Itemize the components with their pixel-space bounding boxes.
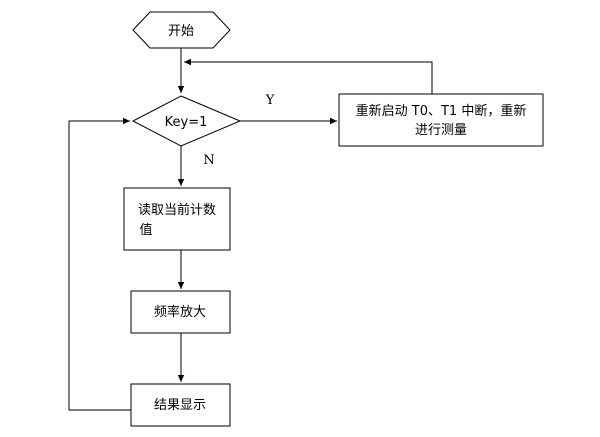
edge-label-yes: Y [265, 93, 275, 108]
edge-label-no: N [203, 153, 214, 168]
read-count-node: 读取当前计数 值 [123, 187, 231, 251]
restart-label-line1: 重新启动 T0、T1 中断，重新 [356, 103, 527, 119]
decision-node: Key=1 [131, 95, 242, 147]
edge-display-loop [68, 117, 131, 411]
edge-restart-loop [184, 58, 433, 94]
decision-label: Key=1 [165, 115, 208, 130]
amplify-label: 频率放大 [154, 304, 206, 320]
display-node: 结果显示 [130, 383, 231, 427]
read-count-label-line1: 读取当前计数 [138, 202, 216, 218]
amplify-node: 频率放大 [130, 290, 231, 334]
restart-label-line2: 进行测量 [415, 123, 467, 138]
start-label: 开始 [168, 24, 194, 39]
restart-node: 重新启动 T0、T1 中断，重新 进行测量 [338, 93, 544, 147]
display-label: 结果显示 [154, 398, 206, 413]
read-count-label-line2: 值 [139, 222, 152, 238]
start-node: 开始 [132, 11, 231, 49]
